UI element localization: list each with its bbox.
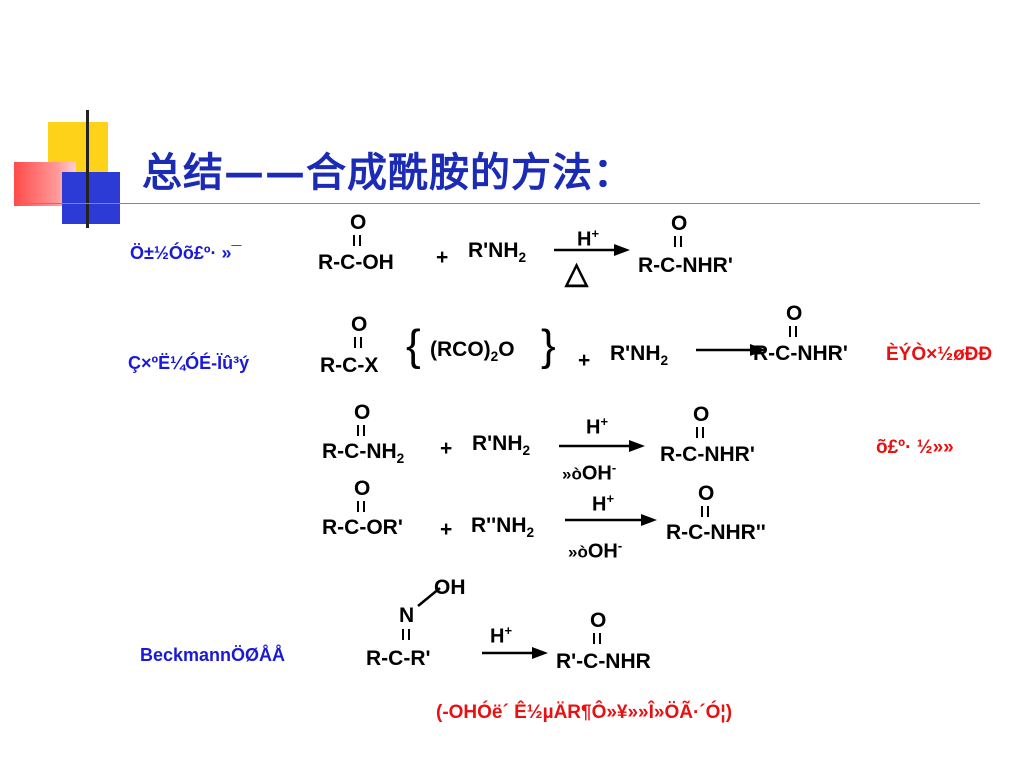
row2-brace-right: } (541, 321, 556, 370)
row1-label: Ö±½Óõ£º· »¯ (130, 243, 242, 263)
row1-carbonyl-o: O (350, 211, 367, 234)
row5-product-double-bond (593, 633, 601, 644)
row4-arrow-icon (565, 514, 657, 526)
row1-product: R-C-NHR' (638, 254, 733, 277)
row2-product-double-bond (789, 326, 797, 337)
row4-product-double-bond (701, 506, 709, 517)
row1-reactant: R-C-OH (318, 251, 394, 274)
row2-product: R-C-NHR' (753, 342, 848, 365)
row4-amine: R''NH2 (471, 514, 535, 541)
row2-arrow-icon (696, 344, 766, 356)
row5-nitrogen: N (399, 604, 415, 627)
row4-cond-bottom: »òOH- (568, 538, 623, 563)
row4-product: R-C-NHR'' (666, 521, 766, 544)
row5-cond-top: H+ (490, 623, 513, 648)
row1-product-o: O (671, 212, 688, 235)
row4-double-bond (357, 501, 365, 512)
row4-carbonyl-o: O (354, 477, 371, 500)
row3-double-bond (357, 425, 365, 436)
row3-reactant: R-C-NH2 (322, 440, 405, 467)
row4-product-o: O (698, 482, 715, 505)
row2-product-o: O (786, 302, 803, 325)
row5-label: BeckmannÖØÅÅ (140, 645, 286, 665)
row4-plus: + (440, 518, 453, 541)
row3-product-double-bond (696, 427, 704, 438)
row2-plus: + (578, 349, 591, 372)
row5-product-o: O (590, 609, 607, 632)
row3-note: õ£º· ½»» (876, 437, 954, 458)
row1-cond-top: H+ (577, 226, 600, 251)
row5-double-bond (402, 629, 410, 640)
row3-plus: + (440, 437, 453, 460)
row5-note: (-OHÓë´ Ê½µÄR¶Ô»¥»»Î»ÖÃ·´Ó¦) (436, 702, 733, 723)
row1-arrow-icon (554, 244, 630, 256)
row5-arrow-icon (482, 647, 548, 659)
row1-double-bond (353, 235, 361, 246)
row3-carbonyl-o: O (354, 401, 371, 424)
row5-product: R'-C-NHR (556, 650, 651, 673)
row2-amine: R'NH2 (610, 342, 669, 369)
row2-note: ÈÝÒ×½øÐÐ (886, 344, 993, 365)
row2-reactant: R-C-X (320, 354, 379, 377)
row5-n-oh-bond (417, 587, 441, 607)
decor-horizontal-line (20, 203, 980, 204)
row3-cond-bottom: »òOH- (562, 460, 617, 485)
row2-double-bond (354, 337, 362, 348)
row4-cond-top: H+ (592, 491, 615, 516)
page-title: 总结——合成酰胺的方法： (142, 149, 634, 196)
row1-cond-bottom: △ (565, 257, 589, 290)
row2-alt-reagent: (RCO)2O (430, 338, 515, 365)
row3-arrow-icon (559, 440, 645, 452)
row5-oh: OH (434, 576, 466, 599)
row2-carbonyl-o: O (351, 313, 368, 336)
row1-product-double-bond (674, 236, 682, 247)
row3-product-o: O (693, 403, 710, 426)
decor-vertical-line (86, 110, 89, 228)
row2-label: Ç×ºË¼ÓÉ-Ïû³ý (128, 353, 250, 373)
row2-brace-left: { (406, 321, 421, 370)
row1-amine: R'NH2 (468, 239, 527, 266)
row3-cond-top: H+ (586, 414, 609, 439)
row1-plus: + (436, 246, 449, 269)
row5-reactant: R-C-R' (366, 647, 431, 670)
decor-blue-square (62, 172, 120, 224)
row4-reactant: R-C-OR' (322, 516, 403, 539)
row3-amine: R'NH2 (472, 432, 531, 459)
row3-product: R-C-NHR' (660, 443, 755, 466)
